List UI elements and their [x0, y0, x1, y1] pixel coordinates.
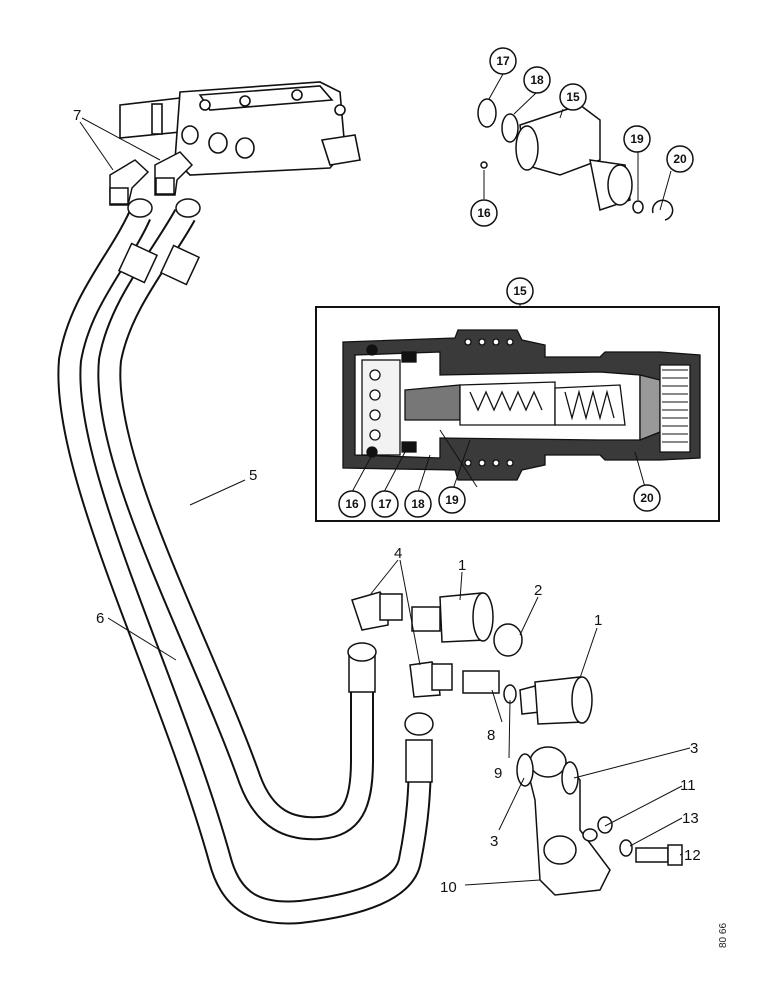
label-5: 5 [249, 467, 257, 484]
control-valve [119, 81, 361, 176]
label-9: 9 [494, 765, 502, 782]
hose-5 [97, 209, 375, 841]
circled-labels-section: 16 17 18 19 20 [338, 484, 661, 518]
label-12: 12 [684, 847, 701, 864]
label-6: 6 [96, 610, 104, 627]
hose-6 [57, 209, 432, 925]
elbow-fittings-4 [351, 591, 453, 698]
hose-end-ferrules [117, 198, 434, 783]
label-8: 8 [487, 727, 495, 744]
section-view-drawing [342, 329, 701, 481]
callout-19-top: 19 [630, 132, 644, 146]
callout-19-section: 19 [445, 493, 459, 507]
callout-18-top: 18 [530, 73, 544, 87]
label-1a: 1 [458, 557, 466, 574]
callout-17-section: 17 [378, 497, 392, 511]
callout-20-top: 20 [673, 152, 687, 166]
callout-15-top: 15 [566, 90, 580, 104]
elbow-fittings-7 [109, 151, 194, 206]
callout-20-section: 20 [640, 491, 654, 505]
label-4: 4 [394, 545, 402, 562]
label-1b: 1 [594, 612, 602, 629]
callout-17-top: 17 [496, 54, 510, 68]
label-3b: 3 [490, 833, 498, 850]
quick-couplers [411, 592, 593, 725]
mounting-bracket-10 [516, 746, 683, 896]
label-7: 7 [73, 107, 81, 124]
callout-16-section: 16 [345, 497, 359, 511]
label-11: 11 [680, 777, 696, 794]
label-3a: 3 [690, 740, 698, 757]
callout-16-top: 16 [477, 206, 491, 220]
leader-lines [79, 73, 691, 886]
callout-18-section: 18 [411, 497, 425, 511]
label-13: 13 [682, 810, 699, 827]
callout-15-section: 15 [513, 284, 527, 298]
label-2: 2 [534, 582, 542, 599]
label-10: 10 [440, 879, 457, 896]
drawing-reference-number: 80 66 [718, 922, 729, 948]
exploded-coupler-15 [477, 98, 674, 221]
circled-labels-exploded: 17 18 15 19 20 16 15 [470, 47, 694, 305]
